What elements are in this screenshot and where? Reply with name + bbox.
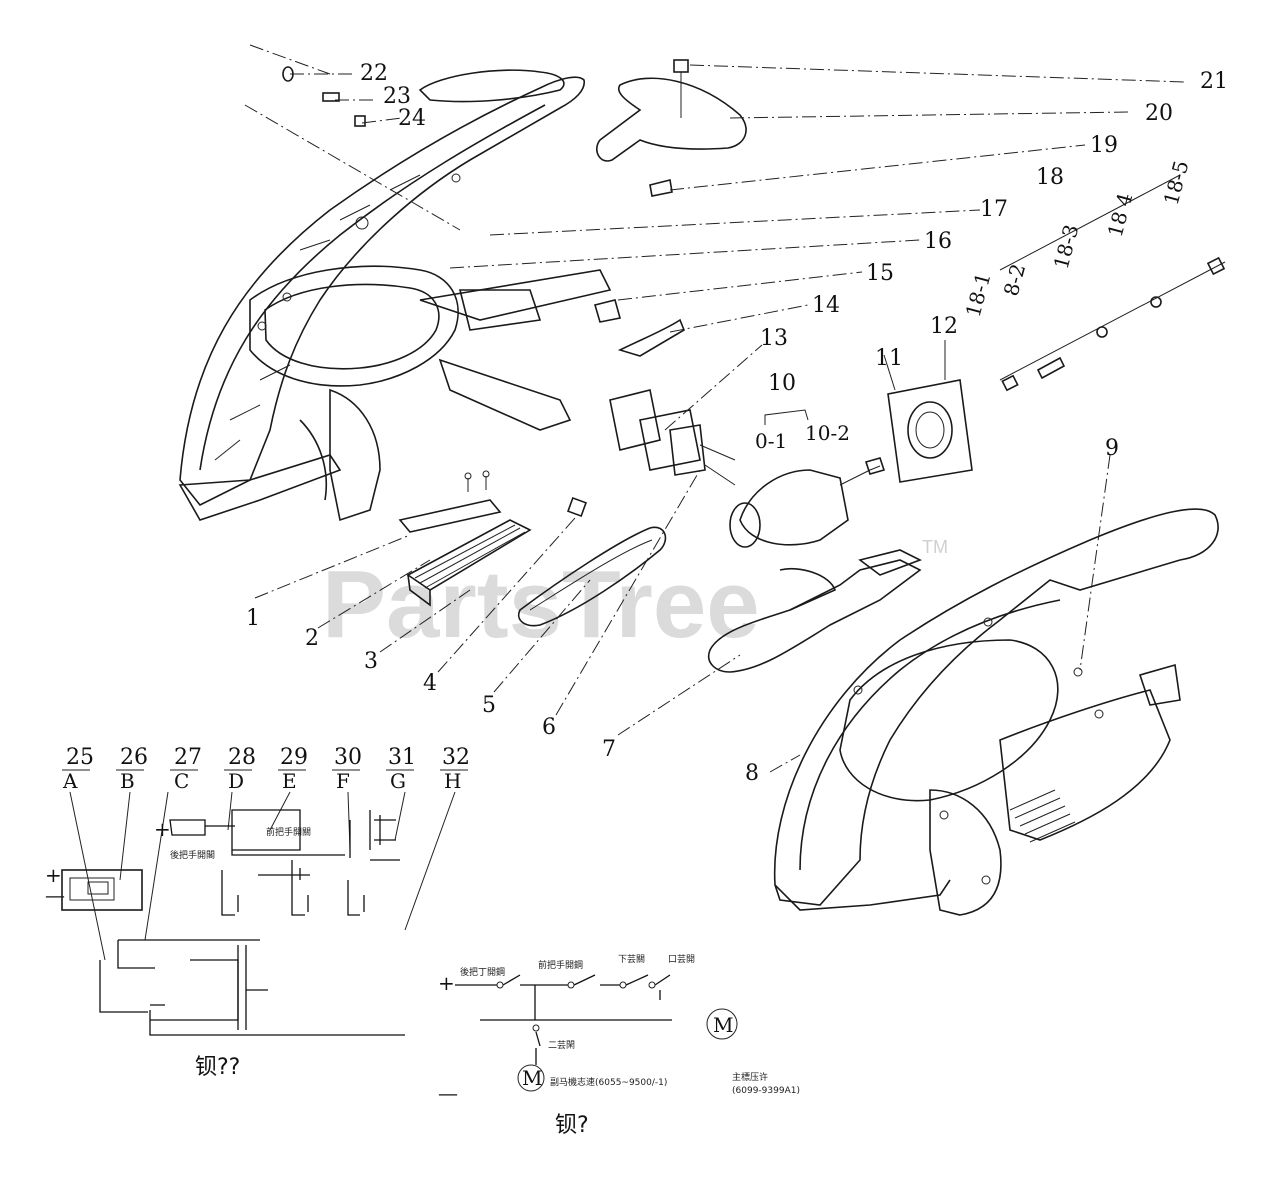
housing-half-part [178, 69, 612, 522]
circuit-sw1-label: 後把丁開鋼 [460, 966, 505, 978]
circuit-sw3-label: 下芸關 [618, 953, 645, 965]
motor-part [729, 457, 886, 548]
svg-text:—: — [438, 1081, 458, 1105]
callout-11: 11 [875, 346, 903, 371]
callout-15: 15 [866, 261, 894, 286]
callout-9: 9 [1105, 436, 1119, 461]
motor-symbol-left: M [522, 1066, 542, 1090]
main-label: 主標压许 [732, 1071, 768, 1083]
callout-10: 10 [768, 371, 796, 396]
col-32-letter: H [444, 769, 461, 793]
callout-10-2: 10-2 [805, 421, 850, 445]
callout-10-1: 0-1 [755, 429, 787, 453]
screw-hardware-part [282, 66, 366, 127]
callout-22: 22 [360, 61, 388, 86]
callout-18-2: 8-2 [999, 261, 1031, 298]
col-27-letter: C [174, 769, 189, 793]
callout-7: 7 [602, 737, 616, 762]
callout-6: 6 [542, 715, 556, 740]
col-31-num: 31 [388, 745, 416, 770]
callout-19: 19 [1090, 133, 1118, 158]
circuit-sw2-label: 前把手開鋼 [538, 959, 583, 971]
callout-13: 13 [760, 326, 788, 351]
callout-3: 3 [364, 649, 378, 674]
callout-18-4: 18 4 [1103, 190, 1138, 239]
watermark-trademark: TM [922, 537, 948, 557]
callout-23: 23 [383, 84, 411, 109]
watermark-text: PartsTree [322, 551, 760, 658]
lock-lever-part [708, 549, 922, 673]
svg-text:—: — [45, 883, 65, 907]
schematic-headers: 25 A 26 B 27 C 28 D 29 E 30 F 31 G 32 H [62, 745, 470, 961]
callout-16: 16 [924, 229, 952, 254]
callout-18-5: 18-5 [1159, 158, 1194, 208]
col-30-num: 30 [334, 745, 362, 770]
col-28-num: 28 [228, 745, 256, 770]
callout-4: 4 [423, 671, 437, 696]
switch-block-part [406, 519, 532, 607]
motor-speed-label: 副马機志速(6055~9500/-1) [550, 1076, 667, 1088]
circuit-caption: 钡? [555, 1113, 589, 1138]
main-sub-label: (6099-9399A1) [732, 1086, 800, 1096]
callout-18: 18 [1036, 165, 1064, 190]
callout-1: 1 [246, 606, 260, 631]
callout-14: 14 [812, 293, 840, 318]
col-28-letter: D [228, 769, 244, 793]
nut-part [567, 497, 587, 517]
callout-24: 24 [398, 106, 426, 131]
switch-c-label: 後把手開閣 [170, 849, 215, 861]
callout-18-1: 18-1 [961, 270, 996, 320]
circuit-sw5-label: 二芸閑 [548, 1039, 575, 1051]
callout-2: 2 [305, 626, 319, 651]
callout-8: 8 [745, 761, 759, 786]
callout-12: 12 [930, 314, 958, 339]
clip-part [593, 299, 685, 357]
mount-plate-part [887, 379, 973, 483]
col-26-letter: B [120, 769, 135, 793]
trigger-part [518, 526, 667, 627]
switch-e-label: 前把手開關 [266, 826, 311, 838]
col-31-letter: G [390, 769, 406, 793]
hand-guard-part [596, 59, 747, 197]
callout-17: 17 [980, 197, 1008, 222]
col-25-letter: A [62, 769, 78, 793]
col-29-letter: E [282, 769, 297, 793]
motor-symbol-right: M [713, 1013, 733, 1037]
col-29-num: 29 [280, 745, 308, 770]
col-26-num: 26 [120, 745, 148, 770]
col-25-num: 25 [66, 745, 94, 770]
circuit-diagram: + 後把丁開鋼 前把手開鋼 下芸關 口芸開 二芸閑 M M 副马機志速(6055… [438, 953, 800, 1138]
callout-21: 21 [1200, 69, 1228, 94]
schematic-left-caption: 钡?? [195, 1055, 240, 1080]
circuit-sw4-label: 口芸開 [668, 953, 695, 965]
callout-5: 5 [482, 693, 496, 718]
col-27-num: 27 [174, 745, 202, 770]
svg-text:+: + [154, 817, 171, 841]
trigger-plate-part [398, 470, 502, 533]
svg-text:+: + [45, 863, 62, 887]
micro-switch-part [609, 389, 736, 486]
callout-20: 20 [1145, 101, 1173, 126]
callout-18-3: 18-3 [1049, 222, 1084, 272]
housing-front-part [773, 508, 1219, 916]
col-32-num: 32 [442, 745, 470, 770]
schematic-components: + — + 後把手開閣 前把手開關 钡?? [45, 809, 405, 1080]
col-30-letter: F [336, 769, 350, 793]
spring-assembly-part [999, 256, 1226, 392]
svg-text:+: + [438, 971, 455, 995]
leader-lines [244, 44, 1186, 773]
